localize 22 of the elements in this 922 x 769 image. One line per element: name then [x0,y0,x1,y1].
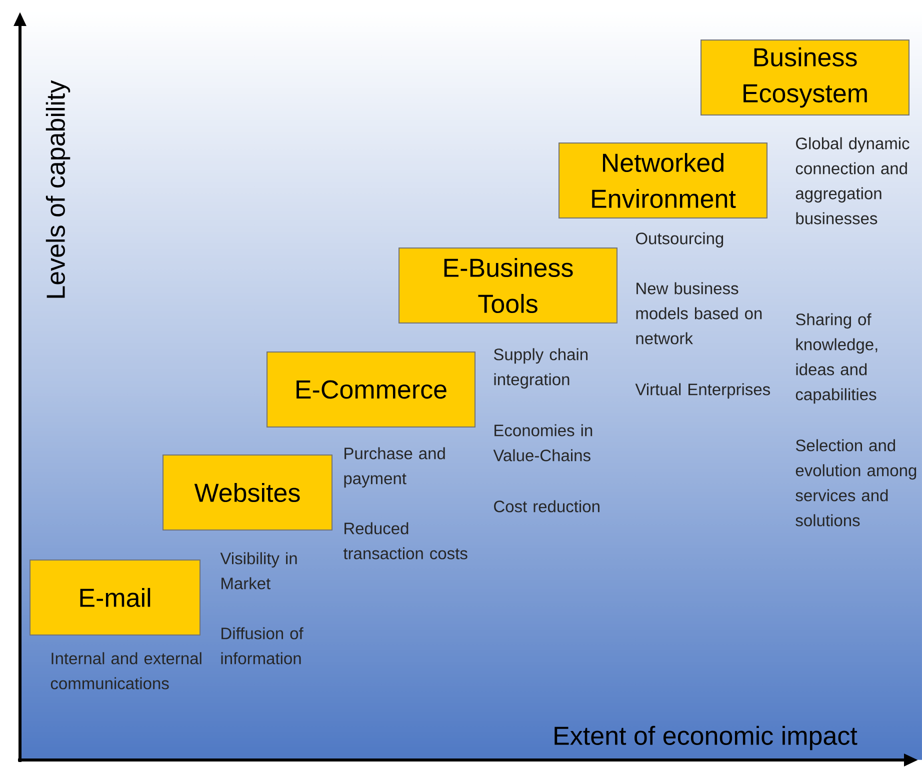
stage-box: Websites [162,454,332,530]
description-text: Diffusion of information [221,627,304,664]
description-text: Selection and evolution among services and solutions [796,439,916,526]
stage-box: E-mail [30,560,200,636]
description-text: Visibility in Market [220,552,297,590]
axis-label: Levels of capability [46,80,70,298]
stage-box: E-Commerce [266,352,476,428]
description-text: Cost reduction [494,500,600,512]
description-text: Economies in Value-Chains [493,424,592,462]
axis-label: Extent of economic impact [554,726,858,750]
description-text: Outsourcing [636,232,724,248]
description-text: Supply chain integration [494,348,588,389]
description-text: Internal and external communications [50,652,202,690]
stage-box: E-Business Tools [398,248,618,324]
stage-box: Networked Environment [558,142,768,218]
description-text: Reduced transaction costs [343,522,468,560]
description-text: Global dynamic connection and aggregation businesses [796,137,910,224]
description-text: Virtual Enterprises [635,383,770,399]
description-text: Sharing of knowledge, ideas and capabilities [796,313,878,404]
stage-box: Business Ecosystem [700,40,910,116]
description-text: Purchase and payment [344,447,445,488]
description-text: New business models based on network [636,282,762,344]
